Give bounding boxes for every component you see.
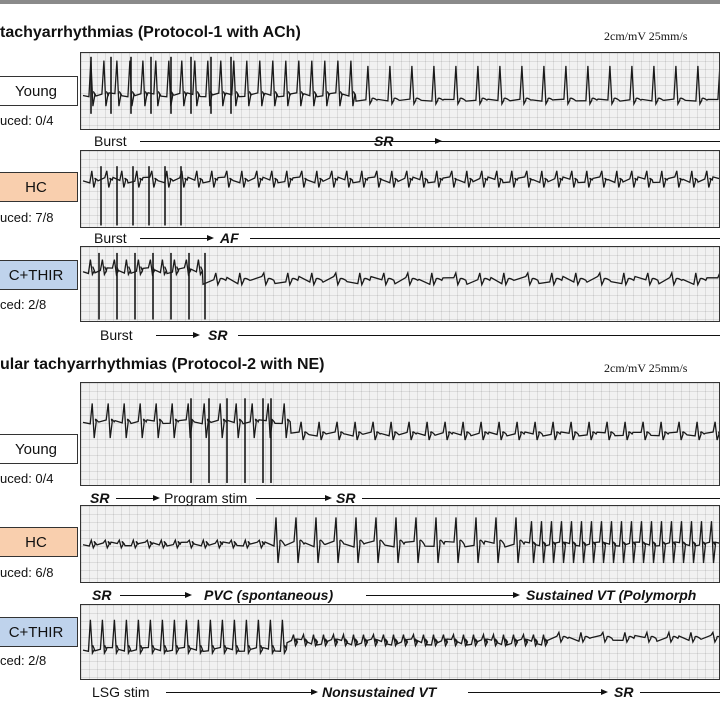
top-border: [0, 0, 720, 4]
timeline-line: [640, 692, 720, 693]
induced-count-hc: uced: 7/8: [0, 210, 54, 225]
ecg-waveform: [82, 517, 719, 564]
ecg-trace-hc-thir-protocol1: [80, 246, 720, 322]
annotation-row-hc-protocol2: SR PVC (spontaneous) Sustained VT (Polym…: [80, 587, 720, 603]
ecg-line: [82, 403, 719, 441]
annotation-row-young-protocol1: Burst SR: [80, 133, 720, 149]
annotation-row-hc-protocol1: Burst AF: [80, 230, 720, 246]
induced-count-young: uced: 0/4: [0, 113, 54, 128]
arrow: [256, 494, 332, 501]
ecg-trace-young-protocol1: [80, 52, 720, 130]
ecg-trace-young-protocol2: [80, 382, 720, 486]
group-label-hc-thir: C+THIR: [0, 260, 78, 290]
panel-bottom-title: ular tachyarrhythmias (Protocol-2 with N…: [0, 356, 325, 373]
panel-bottom-scale: 2cm/mV 25mm/s: [604, 361, 688, 375]
group-label-young: Young: [0, 76, 78, 106]
group-label-young: Young: [0, 434, 78, 464]
group-label-hc: HC: [0, 172, 78, 202]
induced-count-hc: uced: 6/8: [0, 565, 54, 580]
group-label-hc: HC: [0, 527, 78, 557]
arrow: [468, 688, 608, 695]
ecg-line: [82, 517, 719, 564]
induced-count-hc-thir: ced: 2/8: [0, 653, 47, 668]
annotation-program-stim: Program stim: [164, 490, 248, 506]
annotation-sr: SR: [374, 133, 394, 149]
arrow: [140, 137, 442, 144]
annotation-burst: Burst: [94, 133, 127, 149]
annotation-sr: SR: [208, 327, 228, 343]
group-label-hc-thir: C+THIR: [0, 617, 78, 647]
ecg-line: [82, 259, 719, 287]
arrow: [120, 591, 192, 598]
ecg-line: [82, 170, 719, 188]
ecg-line: [82, 60, 719, 107]
ecg-trace-hc-protocol2: [80, 505, 720, 583]
panel-top-title: tachyarrhythmias (Protocol-1 with ACh): [0, 24, 301, 41]
annotation-row-hc-thir-protocol2: LSG stim Nonsustained VT SR: [80, 684, 720, 700]
annotation-burst: Burst: [100, 327, 133, 343]
ecg-waveform: [82, 166, 719, 226]
annotation-sr: SR: [92, 587, 112, 603]
timeline-line: [250, 238, 720, 239]
timeline-line: [402, 141, 720, 142]
induced-count-young: uced: 0/4: [0, 471, 54, 486]
annotation-sustained-vt: Sustained VT (Polymorph: [526, 587, 697, 603]
timeline-line: [238, 335, 720, 336]
annotation-lsg-stim: LSG stim: [92, 684, 150, 700]
annotation-nonsustained-vt: Nonsustained VT: [322, 684, 437, 700]
annotation-row-young-protocol2: SR Program stim SR: [80, 490, 720, 506]
ecg-trace-hc-thir-protocol2: [80, 604, 720, 680]
ecg-trace-hc-protocol1: [80, 150, 720, 228]
induced-count-hc-thir: ced: 2/8: [0, 297, 47, 312]
arrow: [366, 591, 520, 598]
arrow: [166, 688, 318, 695]
annotation-sr: SR: [336, 490, 356, 506]
ecg-line: [82, 619, 719, 656]
panel-top-scale: 2cm/mV 25mm/s: [604, 29, 688, 43]
annotation-burst: Burst: [94, 230, 127, 246]
annotation-pvc: PVC (spontaneous): [204, 587, 334, 603]
annotation-row-hc-thir-protocol1: Burst SR: [80, 327, 720, 343]
timeline-line: [362, 498, 720, 499]
arrow: [116, 494, 160, 501]
annotation-af: AF: [220, 230, 239, 246]
arrow: [156, 331, 200, 338]
annotation-sr: SR: [614, 684, 634, 700]
ecg-waveform: [82, 398, 719, 483]
annotation-sr: SR: [90, 490, 110, 506]
ecg-waveform: [82, 252, 719, 320]
ecg-waveform: [82, 56, 719, 114]
arrow: [140, 234, 214, 241]
ecg-waveform: [82, 619, 719, 656]
